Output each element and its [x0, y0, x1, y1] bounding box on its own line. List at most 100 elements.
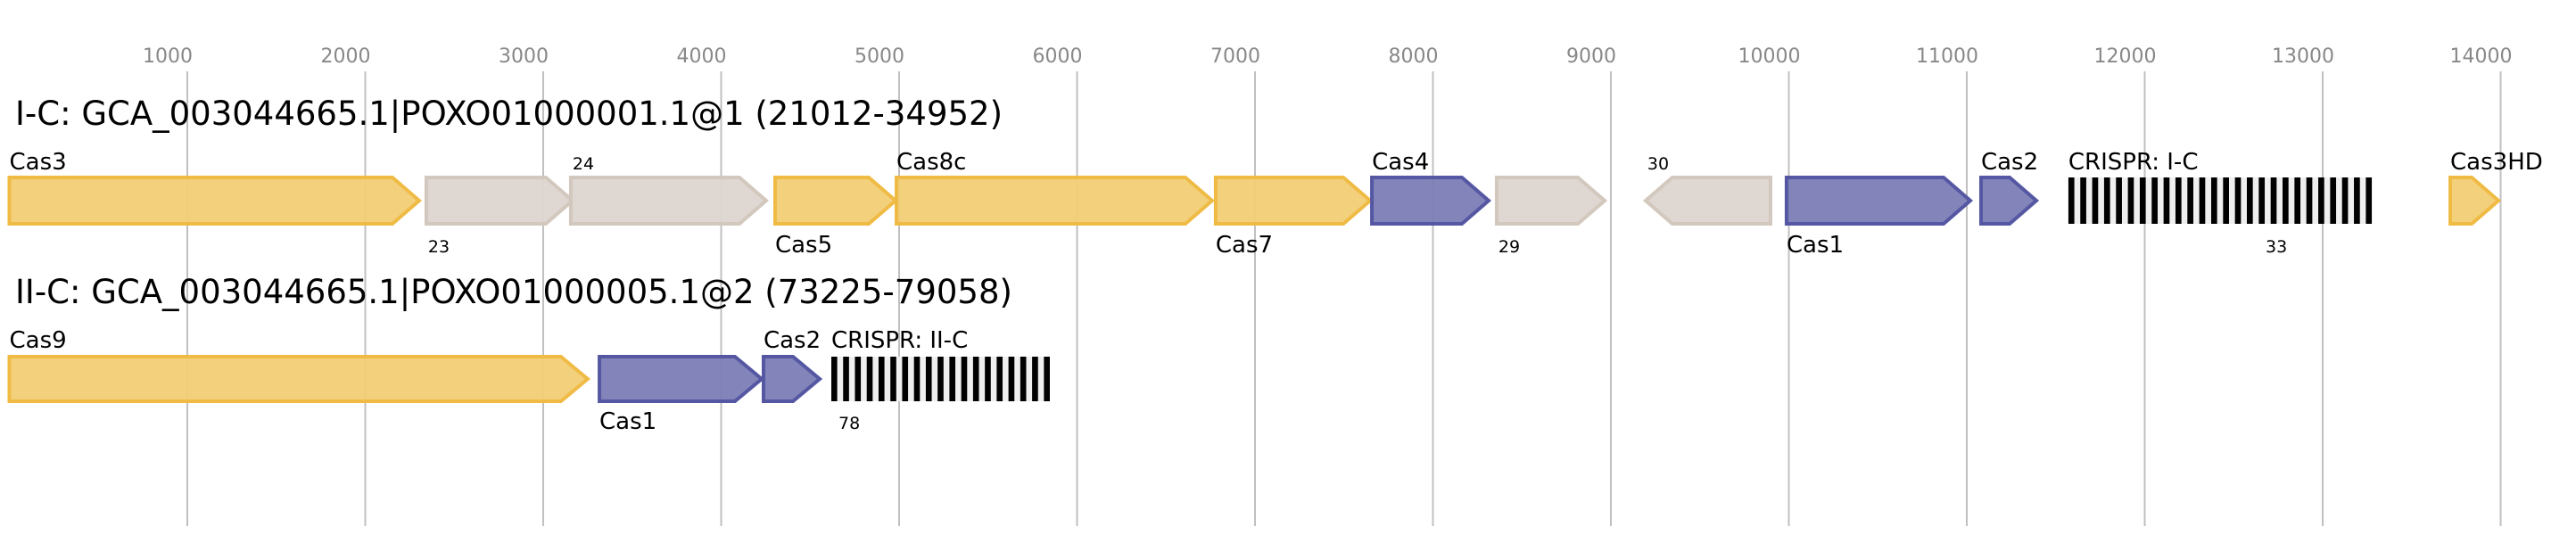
crispr-repeat — [878, 357, 885, 401]
gene-arrow — [761, 355, 823, 403]
gene-cas9[interactable]: Cas9 — [7, 327, 590, 403]
crispr-repeat — [2258, 177, 2266, 224]
crispr-repeat — [996, 357, 1003, 401]
crispr-repeat — [890, 357, 896, 401]
gene-label: Cas8c — [896, 149, 966, 176]
gene-label: Cas3HD — [2450, 149, 2543, 176]
crispr-repeat — [2151, 177, 2158, 224]
crispr-repeat — [2199, 177, 2206, 224]
crispr-repeat — [902, 357, 909, 401]
gene-arrow — [1784, 176, 1974, 226]
axis-tick-label: 2000 — [321, 45, 371, 68]
gene-cas3[interactable]: Cas3 — [7, 149, 423, 226]
crispr-label: CRISPR: I-C — [2068, 149, 2199, 176]
gene-label: Cas1 — [599, 408, 656, 435]
gene-label: Cas9 — [10, 327, 67, 354]
crispr-repeat — [1044, 357, 1050, 401]
gene-arrow — [1370, 176, 1491, 226]
axis-tick-label: 6000 — [1033, 45, 1083, 68]
crispr-repeat — [1020, 357, 1027, 401]
crispr-label: CRISPR: II-C — [831, 327, 968, 354]
crispr-repeat — [2103, 177, 2110, 224]
crispr-repeat — [2247, 177, 2253, 224]
axis-tick-label: 8000 — [1389, 45, 1439, 68]
gene-arrow — [598, 355, 765, 403]
crispr-repeat — [961, 357, 968, 401]
crispr-repeat — [2365, 177, 2373, 224]
crispr-count-label: 33 — [2266, 237, 2287, 257]
gene-label: Cas1 — [1787, 232, 1844, 259]
crispr-repeat — [2127, 177, 2134, 224]
gene-cas2[interactable]: Cas2 — [761, 327, 823, 403]
axis-tick-label: 14000 — [2450, 45, 2513, 68]
gene-cas1[interactable]: Cas1 — [598, 355, 765, 435]
gene-arrow — [895, 176, 1215, 226]
gene-arrow — [424, 176, 575, 226]
crispr-repeat — [2175, 177, 2182, 224]
crispr-repeat — [843, 357, 849, 401]
loci-layer: I-C: GCA_003044665.1|POXO01000001.1@1 (2… — [7, 95, 2543, 435]
gene-arrow — [2448, 176, 2502, 226]
gene-label: Cas5 — [775, 232, 832, 259]
crispr-repeat — [2270, 177, 2277, 224]
crispr-repeat — [2306, 177, 2313, 224]
gene-arrow — [1213, 176, 1374, 226]
gene-cas4[interactable]: Cas4 — [1370, 149, 1491, 226]
crispr-repeat — [2234, 177, 2242, 224]
locus-1: I-C: GCA_003044665.1|POXO01000001.1@1 (2… — [7, 95, 2543, 259]
gene-cas5[interactable]: Cas5 — [772, 176, 899, 259]
crispr-repeat — [2163, 177, 2170, 224]
crispr-repeat — [985, 357, 991, 401]
crispr-count-label: 78 — [838, 414, 860, 433]
axis-tick-label: 5000 — [855, 45, 904, 68]
crispr-repeat — [2341, 177, 2349, 224]
crispr-repeat — [925, 357, 932, 401]
gene-cas2[interactable]: Cas2 — [1978, 149, 2040, 226]
crispr-repeat — [2092, 177, 2099, 224]
gene-label: 30 — [1647, 154, 1669, 174]
gene-24[interactable]: 24 — [568, 154, 770, 226]
gene-label: Cas2 — [764, 327, 821, 354]
axis-tick-label: 9000 — [1566, 45, 1616, 68]
crispr-repeat — [830, 357, 838, 401]
gene-arrow — [772, 176, 899, 226]
crispr-repeat — [913, 357, 921, 401]
gene-arrow — [7, 355, 590, 403]
gene-cas8c[interactable]: Cas8c — [895, 149, 1215, 226]
axis-tick-label: 1000 — [143, 45, 193, 68]
crispr-repeat — [2330, 177, 2337, 224]
gene-23[interactable]: 23 — [424, 176, 575, 257]
axis-tick-label: 7000 — [1210, 45, 1260, 68]
crispr-array[interactable]: CRISPR: I-C 33 — [2068, 149, 2373, 257]
locus-title: I-C: GCA_003044665.1|POXO01000001.1@1 (2… — [15, 95, 1003, 133]
crispr-repeat — [2080, 177, 2086, 224]
gene-cas3hd[interactable]: Cas3HD — [2448, 149, 2543, 226]
gene-arrow — [1642, 176, 1772, 226]
crispr-repeat — [2283, 177, 2289, 224]
gene-cas1[interactable]: Cas1 — [1784, 176, 1974, 259]
gene-30[interactable]: 30 — [1642, 154, 1772, 226]
gene-label: Cas2 — [1981, 149, 2038, 176]
axis-tick-label: 4000 — [677, 45, 727, 68]
gene-arrow — [1978, 176, 2040, 226]
gene-label: Cas4 — [1372, 149, 1429, 176]
crispr-repeat — [866, 357, 873, 401]
crispr-repeat — [2318, 177, 2324, 224]
gene-29[interactable]: 29 — [1494, 176, 1608, 257]
crispr-array[interactable]: CRISPR: II-C 78 — [830, 327, 1050, 433]
crispr-repeat — [2294, 177, 2301, 224]
gene-label: 23 — [428, 237, 450, 257]
crispr-repeat — [2187, 177, 2193, 224]
crispr-repeat — [1008, 357, 1015, 401]
crispr-repeat — [2210, 177, 2217, 224]
gene-arrow — [1494, 176, 1608, 226]
axis-tick-label: 12000 — [2094, 45, 2157, 68]
crispr-background — [2068, 177, 2373, 224]
crispr-repeat — [2223, 177, 2229, 224]
gene-cas7[interactable]: Cas7 — [1213, 176, 1374, 259]
crispr-repeat — [1032, 357, 1038, 401]
crispr-repeat — [2139, 177, 2146, 224]
axis-tick-label: 11000 — [1916, 45, 1978, 68]
crispr-repeat — [2116, 177, 2122, 224]
